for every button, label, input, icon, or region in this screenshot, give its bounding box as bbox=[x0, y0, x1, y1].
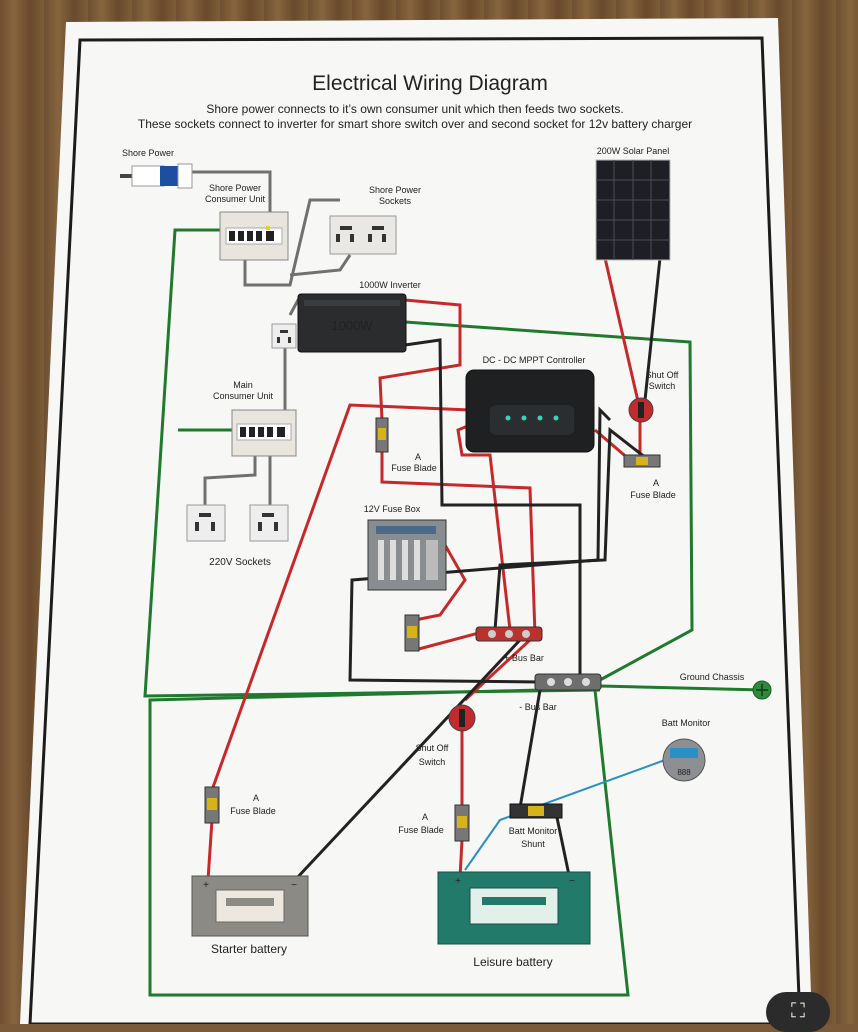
shut-off-switch-bottom-label-2: Switch bbox=[419, 757, 446, 767]
ground-chassis-label: Ground Chassis bbox=[680, 672, 745, 682]
shunt-label-1: Batt Monitor bbox=[509, 826, 558, 836]
shut-off-switch-top bbox=[628, 397, 654, 423]
fuse-blade-starter bbox=[204, 786, 220, 824]
fuse-box-12v bbox=[367, 519, 447, 591]
fuse-blade-top-right bbox=[623, 454, 661, 468]
batt-monitor-display: 888 bbox=[677, 768, 691, 777]
grey-ac-wires bbox=[190, 170, 352, 505]
main-consumer-unit bbox=[231, 409, 297, 457]
fuse-blade-middle-label-2: Fuse Blade bbox=[391, 463, 437, 473]
mppt-controller bbox=[465, 369, 595, 453]
shore-power-plug bbox=[120, 163, 193, 189]
shut-off-switch-top-label-1: Shut Off bbox=[646, 370, 679, 380]
shore-power-sockets-label-2: Sockets bbox=[379, 196, 412, 206]
starter-battery-negative: − bbox=[291, 880, 297, 891]
solar-negative-terminal: − bbox=[657, 250, 663, 261]
paper-border bbox=[28, 36, 802, 1024]
expand-image-button[interactable]: ⛶ bbox=[766, 992, 830, 1032]
main-consumer-unit-label-1: Main bbox=[233, 380, 253, 390]
inverter-output-socket bbox=[271, 323, 297, 349]
sockets-220v-label: 220V Sockets bbox=[209, 557, 271, 568]
batt-monitor bbox=[662, 738, 706, 782]
mppt-controller-label: DC - DC MPPT Controller bbox=[483, 355, 586, 365]
shore-power-label: Shore Power bbox=[122, 148, 174, 158]
renogy-logo-text: RENOGY bbox=[517, 379, 548, 386]
fuse-blade-middle-label-1: A bbox=[415, 452, 421, 462]
fuse-blade-leisure-label-2: Fuse Blade bbox=[398, 825, 444, 835]
page-title: Electrical Wiring Diagram bbox=[312, 72, 548, 95]
main-consumer-unit-label-2: Consumer Unit bbox=[213, 391, 274, 401]
negative-bus-bar bbox=[534, 673, 602, 691]
fuse-blade-leisure bbox=[454, 804, 470, 842]
starter-battery-positive: + bbox=[203, 880, 209, 891]
inverter-label: 1000W Inverter bbox=[359, 280, 421, 290]
shut-off-switch-bottom bbox=[448, 704, 476, 732]
shut-off-switch-top-label-2: Switch bbox=[649, 381, 676, 391]
starter-battery bbox=[191, 875, 309, 937]
batt-monitor-shunt bbox=[509, 803, 563, 819]
leisure-battery bbox=[437, 871, 591, 945]
solar-panel bbox=[595, 159, 671, 261]
fuse-box-label: 12V Fuse Box bbox=[364, 504, 421, 514]
sockets-220v-left bbox=[186, 504, 226, 542]
shore-power-sockets-label-1: Shore Power bbox=[369, 185, 421, 195]
shore-consumer-unit bbox=[219, 211, 289, 261]
fuse-blade-starter-label-2: Fuse Blade bbox=[230, 806, 276, 816]
fuse-blade-top-right-label-2: Fuse Blade bbox=[630, 490, 676, 500]
fuse-blade-leisure-label-1: A bbox=[422, 812, 428, 822]
fuse-blade-top-right-label-1: A bbox=[653, 478, 659, 488]
inverter bbox=[297, 293, 407, 353]
inverter-display: 1000W bbox=[331, 318, 373, 333]
leisure-battery-label: Leisure battery bbox=[473, 955, 552, 969]
ground-chassis-symbol bbox=[752, 680, 772, 700]
shut-off-switch-bottom-label-1: Shut Off bbox=[416, 743, 449, 753]
shore-power-sockets bbox=[329, 215, 397, 255]
blue-monitor-wire bbox=[464, 759, 666, 871]
batt-monitor-label: Batt Monitor bbox=[662, 718, 711, 728]
subtitle-line-2: These sockets connect to inverter for sm… bbox=[138, 117, 692, 131]
solar-panel-label: 200W Solar Panel bbox=[597, 146, 670, 156]
black-negative-wires bbox=[293, 257, 662, 882]
fuse-blade-lower bbox=[404, 614, 420, 652]
subtitle-line-1: Shore power connects to it’s own consume… bbox=[206, 102, 623, 116]
green-ground-wires bbox=[143, 228, 766, 997]
positive-bus-bar bbox=[475, 626, 543, 642]
fuse-blade-starter-label-1: A bbox=[253, 793, 259, 803]
shore-consumer-unit-label-2: Consumer Unit bbox=[205, 194, 266, 204]
starter-battery-label: Starter battery bbox=[211, 942, 287, 956]
fuse-blade-middle bbox=[375, 417, 389, 453]
solar-positive-terminal: + bbox=[603, 250, 609, 261]
red-positive-wires bbox=[206, 257, 642, 881]
sockets-220v-right bbox=[249, 504, 289, 542]
shunt-label-2: Shunt bbox=[521, 839, 545, 849]
positive-bus-bar-label: + Bus Bar bbox=[504, 653, 544, 663]
negative-bus-bar-label: - Bus Bar bbox=[519, 702, 557, 712]
leisure-battery-negative: − bbox=[569, 876, 575, 887]
leisure-battery-positive: + bbox=[455, 876, 461, 887]
expand-icon: ⛶ bbox=[791, 998, 805, 1022]
shore-consumer-unit-label-1: Shore Power bbox=[209, 183, 261, 193]
